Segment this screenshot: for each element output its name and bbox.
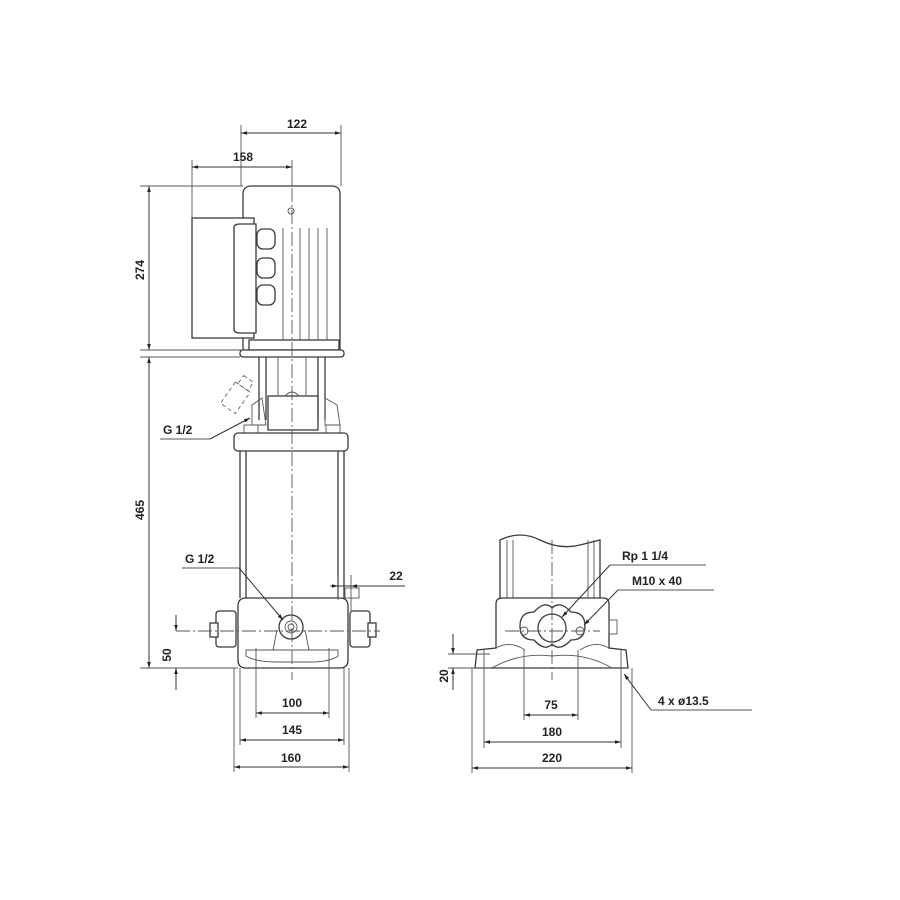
cable-gland-icon [256,228,276,306]
dim-motor-height: 274 [133,185,243,351]
svg-text:180: 180 [542,725,562,739]
svg-text:274: 274 [133,260,147,280]
dim-foot-height: 20 [437,634,490,690]
svg-text:Rp 1 1/4: Rp 1 1/4 [622,549,668,563]
callout-flange-bolts: M10 x 40 [583,574,714,626]
side-view: 122 158 274 465 50 [133,117,405,772]
svg-text:M10 x 40: M10 x 40 [632,574,682,588]
svg-text:122: 122 [287,117,307,131]
callout-port-thread: Rp 1 1/4 [561,549,706,618]
vent-plug-icon [219,374,255,415]
dim-base-mid: 145 [239,668,345,745]
svg-text:465: 465 [133,500,147,520]
dim-flange-bolt-spacing: 75 [523,650,579,720]
callout-vent-plug: G 1/2 [160,417,251,440]
callout-drain-plug: G 1/2 [182,552,284,621]
svg-text:160: 160 [281,751,301,765]
coupling-frame [243,357,341,434]
svg-text:22: 22 [389,569,403,583]
dim-motor-right-width: 122 [240,117,342,186]
motor [191,185,345,358]
svg-text:4 x ø13.5: 4 x ø13.5 [658,694,709,708]
svg-text:50: 50 [160,648,174,662]
svg-text:100: 100 [282,696,302,710]
pump-sleeve [239,451,345,598]
dim-terminal-box-width: 158 [191,150,293,218]
svg-text:20: 20 [437,669,451,683]
dim-port-height: 50 [160,615,238,690]
dim-foot-hole-spacing: 180 [483,650,622,748]
dim-foot-width: 220 [471,668,633,773]
svg-text:145: 145 [282,723,302,737]
svg-text:G 1/2: G 1/2 [163,423,193,437]
dim-base-inner: 100 [255,648,330,718]
svg-text:75: 75 [544,698,558,712]
svg-text:158: 158 [233,150,253,164]
dim-base-outer: 160 [233,668,350,772]
pump-base [209,587,377,669]
dim-base-offset: 22 [330,569,405,612]
svg-text:220: 220 [542,751,562,765]
base-view: 20 75 180 220 Rp 1 1/4 [437,534,752,773]
svg-text:G 1/2: G 1/2 [185,552,215,566]
head-flange [233,432,349,452]
callout-foot-holes: 4 x ø13.5 [623,673,752,711]
